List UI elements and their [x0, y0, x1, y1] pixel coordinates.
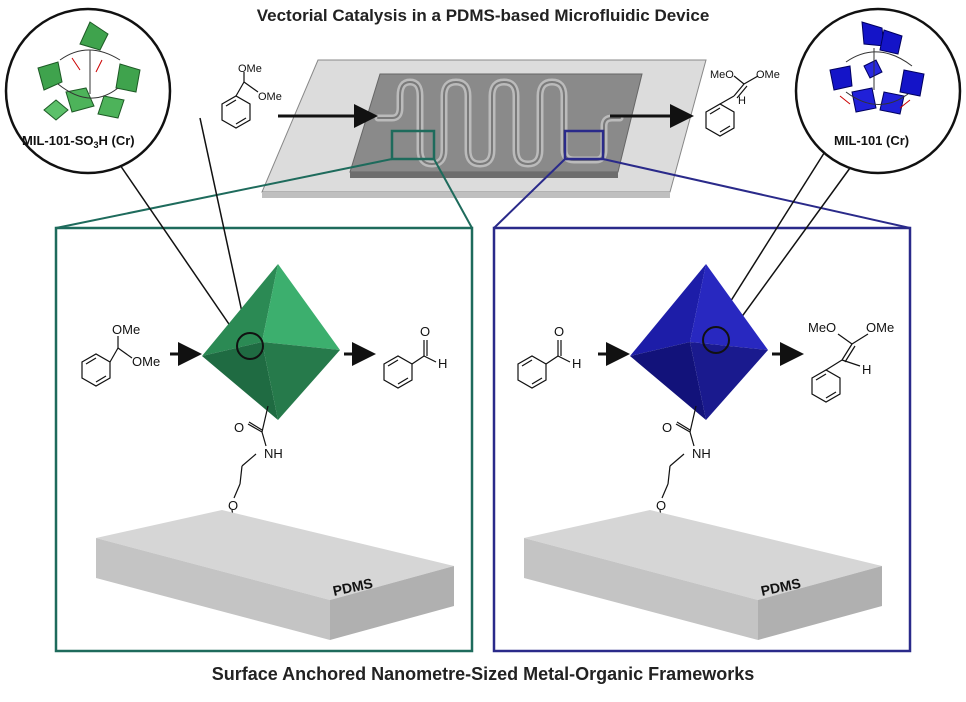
- blue-linker-nh: NH: [692, 446, 711, 461]
- blue-product-h: H: [862, 362, 871, 377]
- right-magnifier-circle: [794, 7, 962, 175]
- green-linker-o: O: [234, 420, 244, 435]
- right-mof-label: MIL-101 (Cr): [834, 133, 909, 148]
- top-right-ome: OMe: [756, 69, 780, 81]
- blue-octahedron: [630, 264, 768, 420]
- green-product-benzaldehyde: [383, 340, 437, 389]
- green-reactant-acetal: [81, 336, 133, 387]
- blue-product-enol-ether: [811, 333, 869, 403]
- top-right-enol-ether: [705, 75, 759, 137]
- blue-zoom-box: [563, 129, 605, 161]
- mil-101-structure-icon: [829, 21, 925, 115]
- green-product-o: O: [420, 324, 430, 339]
- blue-reactant-h: H: [572, 356, 581, 371]
- blue-product-meo: MeO: [808, 320, 836, 335]
- blue-pore-circle: [702, 326, 730, 354]
- blue-product-ome: OMe: [866, 320, 894, 335]
- green-frame: [54, 226, 474, 653]
- green-linker-o2: O: [228, 498, 238, 513]
- bottom-title: Surface Anchored Nanometre-Sized Metal-O…: [211, 664, 755, 684]
- green-pdms-slab: [96, 510, 454, 640]
- green-pore-circle: [236, 332, 264, 360]
- top-left-acetal: [221, 72, 259, 129]
- microfluidic-device: [261, 59, 707, 198]
- green-product-h: H: [438, 356, 447, 371]
- top-right-meo: MeO: [710, 69, 734, 81]
- top-right-h: H: [738, 95, 746, 107]
- green-reactant-ome-2: OMe: [132, 354, 160, 369]
- top-title: Vectorial Catalysis in a PDMS-based Micr…: [256, 6, 710, 25]
- blue-linker-o2: O: [656, 498, 666, 513]
- blue-frame: [492, 226, 912, 653]
- top-left-ome-1: OMe: [238, 63, 262, 75]
- blue-reactant-benzaldehyde: [517, 340, 571, 389]
- green-reactant-ome-1: OMe: [112, 322, 140, 337]
- top-left-ome-2: OMe: [258, 91, 282, 103]
- mil-101-so3h-structure-icon: [37, 21, 141, 121]
- left-mof-label: MIL-101-SO3H (Cr): [22, 133, 135, 150]
- green-zoom-box: [390, 129, 436, 161]
- left-magnifier-circle: [4, 7, 172, 175]
- green-linker-nh: NH: [264, 446, 283, 461]
- blue-pdms-slab: [524, 510, 882, 640]
- blue-reactant-o: O: [554, 324, 564, 339]
- blue-linker-o: O: [662, 420, 672, 435]
- green-octahedron: [202, 264, 340, 420]
